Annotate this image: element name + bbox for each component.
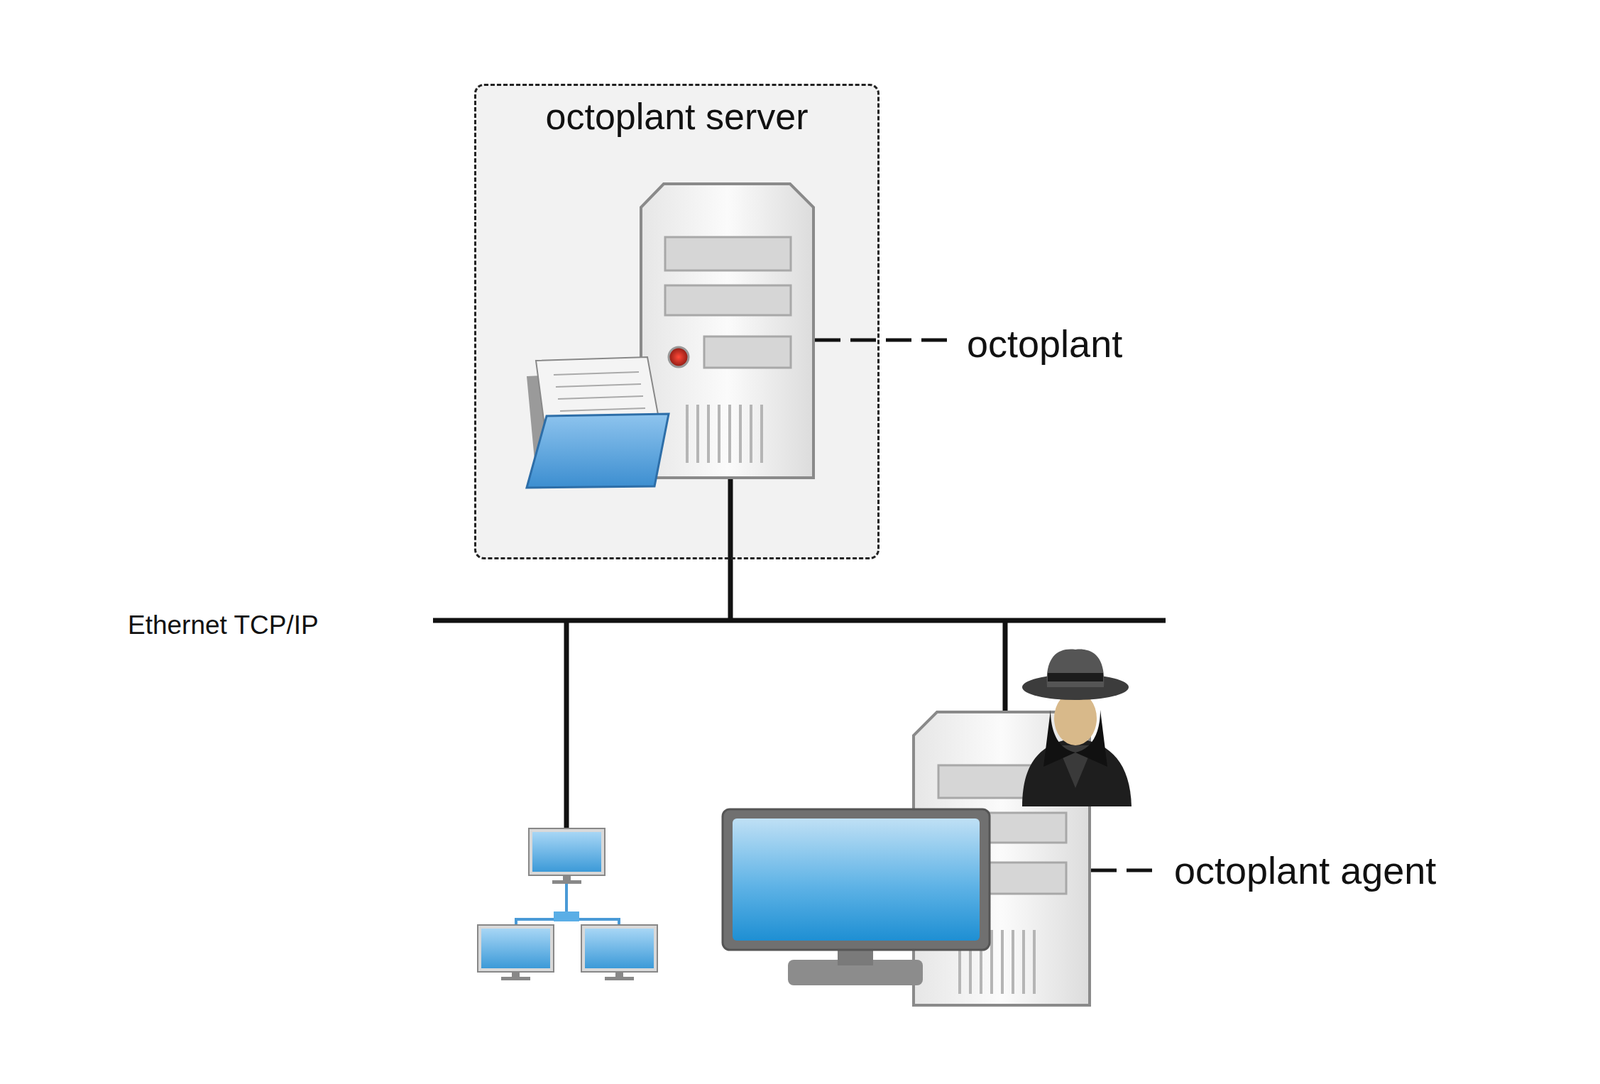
- network-icon: [477, 828, 658, 981]
- network-wires: [433, 477, 1166, 830]
- box-fill: [474, 83, 880, 560]
- server-group-box: octoplant server: [474, 83, 880, 560]
- group-title: octoplant server: [476, 85, 878, 139]
- workstation-icon: [722, 711, 1090, 1006]
- leader-line: [814, 340, 1159, 871]
- spy-figure: [1022, 649, 1132, 807]
- part-label: octoplant agent: [1169, 844, 1441, 897]
- part-label: octoplant: [962, 318, 1127, 370]
- server-icon: [526, 183, 814, 488]
- part-label: Ethernet TCP/IP: [123, 606, 323, 644]
